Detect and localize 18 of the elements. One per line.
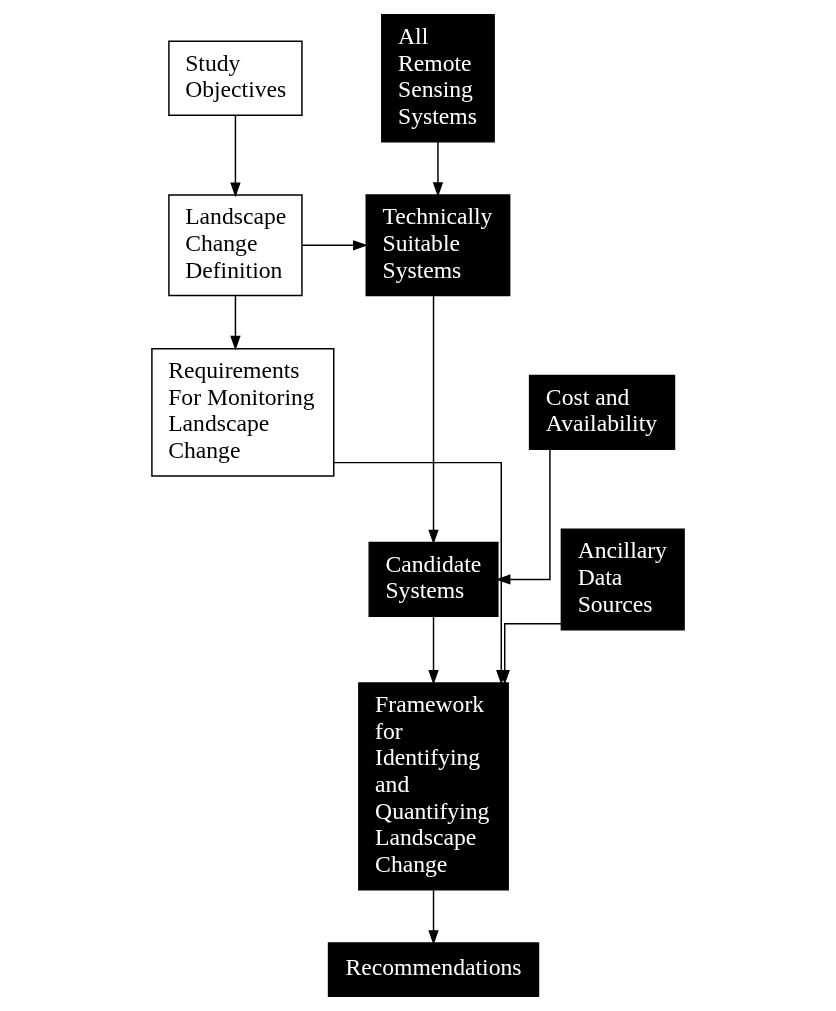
node-box: Cost and Availability <box>528 374 676 451</box>
node-box: Requirements For Monitoring Landscape Change <box>151 348 335 477</box>
arrow <box>230 295 241 351</box>
arrow <box>230 114 241 198</box>
node-box: Technically Suitable Systems <box>365 194 511 297</box>
arrow <box>428 615 439 685</box>
node-box: Study Objectives <box>168 40 303 116</box>
node-box: Candidate Systems <box>368 541 499 618</box>
node-box: Landscape Change Definition <box>168 194 303 297</box>
arrow <box>301 240 368 251</box>
arrow <box>428 295 439 545</box>
node-box: Recommendations <box>327 942 540 997</box>
arrow <box>495 448 551 585</box>
node-box: Framework for Identifying and Quantifying Landscape Change <box>358 682 509 891</box>
node-box: Ancillary Data Sources <box>560 528 685 631</box>
arrow <box>428 889 439 945</box>
arrow <box>432 141 444 198</box>
node-box: All Remote Sensing Systems <box>381 14 495 143</box>
